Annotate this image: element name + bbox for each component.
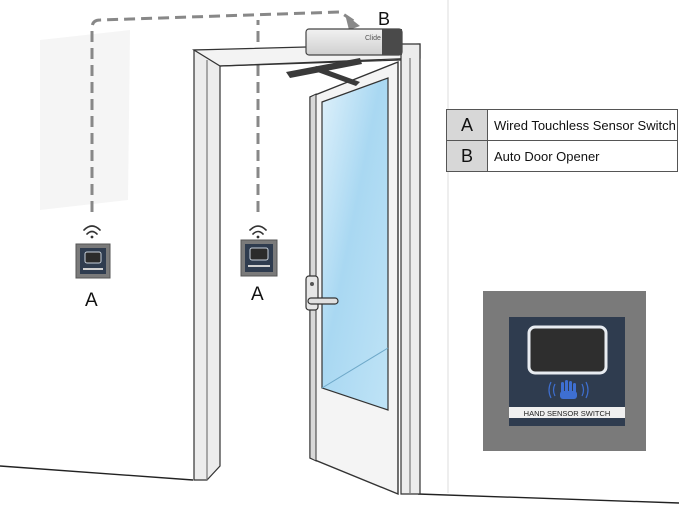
sensor-switch-left (75, 243, 111, 279)
legend-row-a: A Wired Touchless Sensor Switch (447, 110, 677, 141)
floor-line-right (417, 493, 679, 504)
label-door-switch: A (251, 284, 264, 305)
door-handle (305, 275, 339, 311)
wall-shading (40, 30, 130, 210)
legend-key: B (447, 141, 488, 171)
wifi-icon-left (83, 225, 101, 239)
opener-brand: Clide (365, 35, 381, 42)
door-leaf (309, 60, 399, 496)
floor-line-left (0, 465, 194, 481)
wire-path-left (90, 10, 356, 212)
wifi-icon-door (249, 225, 267, 239)
sensor-wave-icon (548, 381, 589, 399)
legend-table: A Wired Touchless Sensor Switch B Auto D… (446, 109, 678, 172)
door-glass (321, 77, 389, 411)
opener-arm (286, 58, 362, 86)
sensor-switch-door (240, 239, 278, 277)
legend-row-b: B Auto Door Opener (447, 141, 677, 171)
wire-arrowhead (345, 14, 360, 30)
label-left-switch: A (85, 290, 98, 311)
legend-text: Wired Touchless Sensor Switch (494, 117, 676, 133)
inset-hand-sensor-switch: HAND SENSOR SWITCH (483, 291, 646, 451)
label-opener: B (378, 9, 390, 29)
legend-text: Auto Door Opener (494, 148, 600, 164)
auto-door-opener: Clide (305, 28, 403, 56)
hand-icon (560, 380, 577, 399)
inset-caption: HAND SENSOR SWITCH (524, 409, 611, 418)
legend-key: A (447, 110, 488, 140)
